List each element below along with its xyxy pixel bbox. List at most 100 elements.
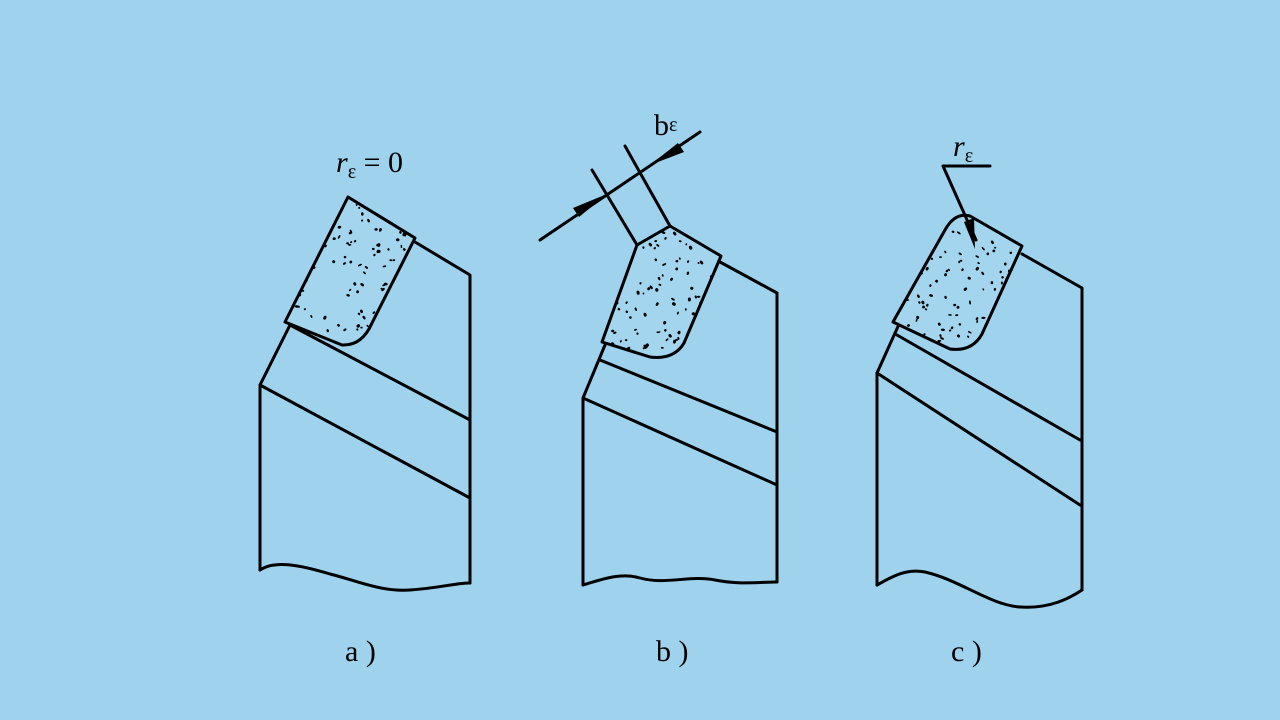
grain-dot (676, 311, 679, 315)
grain-dot (613, 331, 617, 334)
grain-dot (625, 310, 629, 314)
figure-b: bε b ) (538, 109, 779, 668)
grain-dot (993, 287, 997, 291)
chamfer-dimension-b (538, 130, 702, 247)
grain-dot (981, 271, 985, 276)
grain-dot (399, 231, 402, 234)
grain-dot (956, 305, 960, 309)
grain-dot (961, 268, 964, 272)
grain-dot (371, 247, 375, 251)
grain-dot (361, 219, 364, 222)
grain-dot (688, 245, 693, 250)
grain-dot (699, 260, 704, 265)
grain-dot (981, 316, 986, 320)
label-a: rε = 0 (336, 146, 403, 183)
grain-dot (619, 340, 622, 343)
grain-dot (657, 276, 661, 281)
cutting-insert-c (891, 213, 1024, 351)
grain-dot (923, 333, 926, 336)
grain-dot (310, 314, 313, 319)
grain-dot (373, 253, 376, 257)
grain-dot (675, 259, 679, 263)
insert-grain-b (611, 231, 713, 350)
grain-dot (625, 301, 628, 304)
grain-dot (356, 290, 360, 294)
grain-dot (656, 244, 660, 247)
grain-dot (634, 328, 637, 331)
label-c: rε (953, 130, 973, 167)
grain-dot (302, 289, 305, 292)
grain-dot (654, 258, 658, 262)
dimension-arrow-right (650, 143, 684, 165)
grain-dot (1005, 278, 1008, 281)
grain-dot (639, 282, 642, 285)
grain-dot (677, 336, 680, 340)
grain-dot (685, 243, 688, 246)
grain-dot (647, 287, 651, 291)
grain-dot (958, 252, 963, 256)
grain-dot (358, 206, 361, 209)
grain-dot (925, 266, 929, 271)
grain-dot (357, 263, 362, 267)
grain-dot (346, 294, 350, 297)
grain-dot (975, 266, 979, 271)
grain-dot (312, 266, 316, 269)
grain-dot (929, 294, 934, 297)
grain-dot (967, 331, 972, 334)
grain-dot (1007, 269, 1011, 273)
grain-dot (350, 241, 353, 244)
grain-dot (642, 292, 645, 295)
grain-dot (624, 339, 628, 342)
grain-dot (360, 212, 364, 216)
grain-dot (303, 308, 306, 311)
grain-dot (668, 334, 672, 338)
grain-dot (660, 346, 664, 349)
grain-dot (922, 305, 926, 309)
grain-dot (955, 314, 959, 317)
grain-dot (919, 271, 923, 275)
grain-dot (376, 243, 379, 247)
grain-dot (678, 240, 682, 243)
grain-dot (305, 279, 308, 282)
grain-dot (636, 332, 639, 335)
grain-dot (348, 243, 352, 246)
grain-dot (916, 316, 919, 320)
grain-dot (655, 288, 659, 292)
grain-dot (661, 231, 666, 234)
grain-dot (356, 324, 361, 328)
grain-dot (617, 307, 621, 311)
grain-dot (643, 344, 647, 348)
grain-dot (992, 249, 996, 253)
grain-dot (611, 329, 615, 333)
grain-dot (332, 260, 336, 264)
grain-dot (937, 322, 941, 326)
grain-dot (642, 347, 645, 350)
grain-dot (402, 232, 406, 237)
grain-dot (959, 259, 963, 262)
grain-dot (664, 237, 667, 240)
grain-dot (395, 238, 400, 242)
grain-dot (663, 320, 667, 325)
grain-dot (939, 334, 942, 338)
grain-dot (967, 335, 970, 338)
grain-dot (1000, 281, 1003, 285)
grain-dot (343, 255, 347, 259)
grain-dot (670, 277, 673, 281)
grain-dot (367, 218, 370, 223)
grain-dot (921, 300, 925, 305)
grain-dot (691, 312, 695, 316)
grain-dot (699, 301, 703, 305)
grain-dot (326, 329, 329, 333)
grain-dot (975, 255, 980, 258)
grain-dot (969, 300, 971, 305)
grain-dot (298, 293, 302, 297)
cutting-insert-b (600, 224, 723, 359)
caption-b: b ) (656, 635, 689, 668)
grain-dot (958, 260, 961, 264)
tool-shank-a (258, 240, 472, 592)
grain-dot (346, 242, 350, 245)
grain-dot (990, 281, 994, 285)
grain-dot (363, 271, 366, 275)
grain-dot (939, 256, 942, 258)
